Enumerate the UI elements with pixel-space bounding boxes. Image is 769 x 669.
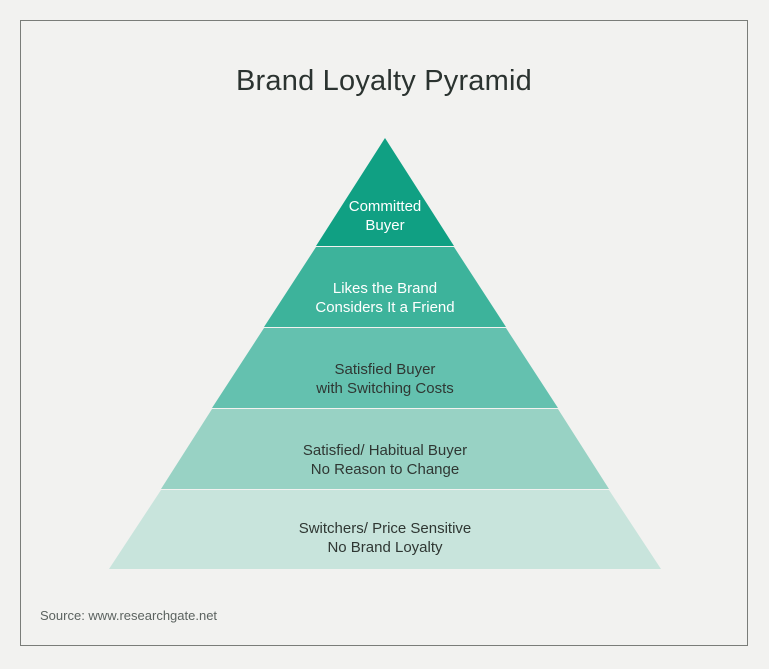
- figure-frame: Brand Loyalty Pyramid Committed Buyer Li…: [20, 20, 748, 646]
- pyramid-tier-1-shape[interactable]: [316, 138, 454, 246]
- pyramid-tier-4-shape[interactable]: [161, 409, 609, 489]
- pyramid-diagram: Committed Buyer Likes the Brand Consider…: [21, 21, 749, 647]
- pyramid-svg: [109, 138, 661, 569]
- page-title: Brand Loyalty Pyramid: [236, 65, 532, 97]
- pyramid-tier-5-shape[interactable]: [109, 490, 661, 569]
- pyramid-tier-2-shape[interactable]: [264, 247, 506, 327]
- source-note: Source: www.researchgate.net: [40, 608, 218, 623]
- pyramid-tier-3-shape[interactable]: [212, 328, 558, 408]
